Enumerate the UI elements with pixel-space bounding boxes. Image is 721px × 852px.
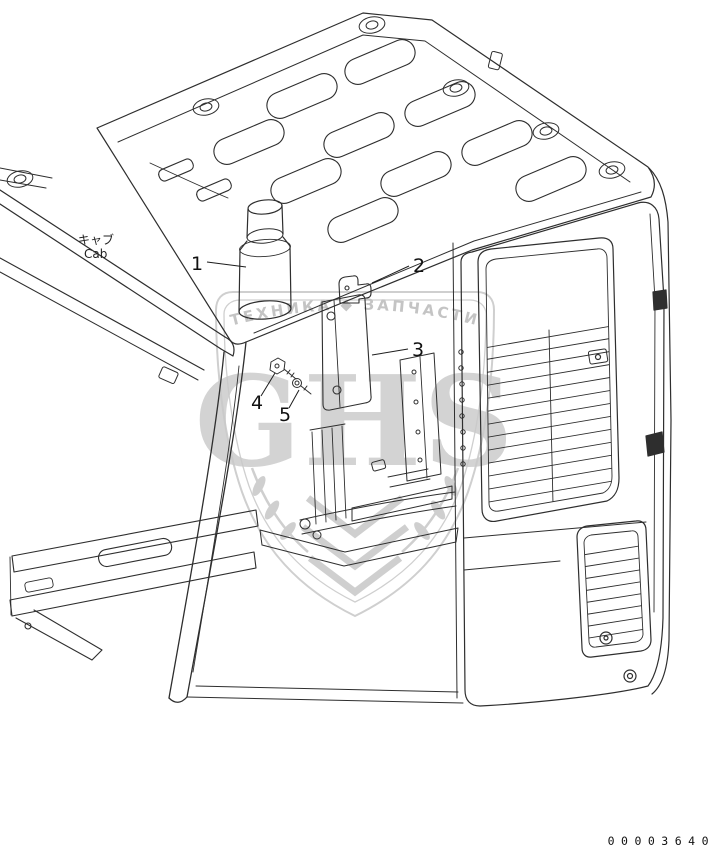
cab-label-japanese: キャブ [78,232,114,247]
callout-3: 3 [412,339,424,361]
callout-1: 1 [191,253,203,275]
cab-drawing [0,12,672,707]
watermark-chevrons [300,495,410,597]
watermark-monogram: GHS [194,349,515,495]
left-window-rails [0,189,235,385]
a-pillar [168,341,247,703]
part-reservoir-bottle [238,199,292,320]
callout-leader-lines [206,261,410,409]
window-grille [486,325,612,505]
left-sill [9,509,259,661]
part-clamp [338,275,372,304]
callout-5: 5 [279,404,291,426]
callout-2: 2 [413,255,425,277]
roof-outline [0,12,655,345]
door [452,167,672,707]
roof-mounts [6,16,626,188]
callout-4: 4 [251,392,263,414]
panel-grille [584,543,643,641]
cab-label-english: Cab [84,247,107,261]
floor-deck [186,423,464,704]
part-bracket [321,294,372,411]
part-bolt-5 [292,378,312,395]
roof-vent-slots [158,39,587,243]
part-bolt-4 [269,357,297,380]
document-number: 00003640 [608,834,715,848]
